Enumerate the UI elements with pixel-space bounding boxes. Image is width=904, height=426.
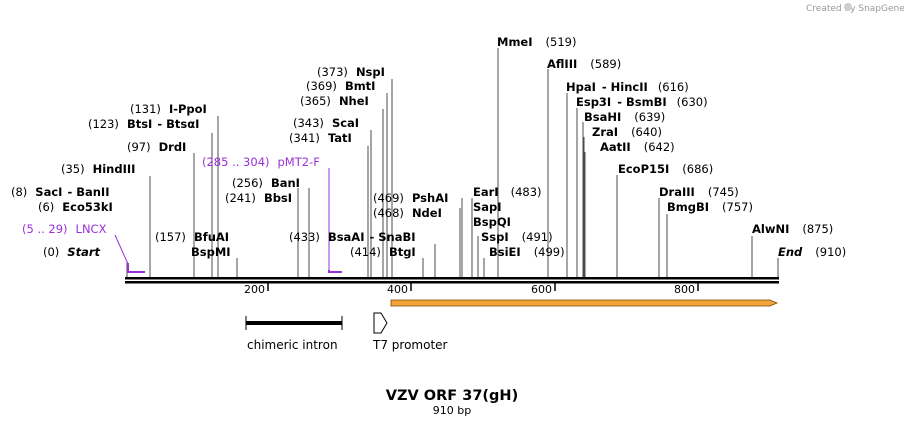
site-ecop15i: EcoP15I(686) — [618, 162, 713, 176]
site-i-ppoi: (131)I-PpoI — [130, 102, 207, 116]
feature-t7-promoter: T7 promoter — [372, 312, 448, 352]
chimeric-intron-bar — [246, 321, 342, 325]
site-bspqi: BspQI — [473, 215, 511, 229]
site-eco53ki: (6)Eco53kI — [38, 200, 113, 214]
site-bsiei: BsiEI(499) — [489, 245, 565, 259]
tick-label-800: 800 — [674, 283, 695, 296]
site-mmei: MmeI(519) — [497, 35, 576, 49]
tick-label-400: 400 — [387, 283, 408, 296]
map-length: 910 bp — [433, 404, 471, 417]
site-hindiii: (35)HindIII — [61, 162, 135, 176]
site-zrai: ZraI(640) — [592, 125, 662, 139]
site-bmti: (369)BmtI — [306, 79, 375, 93]
primers — [114, 168, 342, 273]
site-start: (0)Start — [43, 245, 101, 259]
backbone-top-strand — [125, 277, 779, 280]
snapgene-logo-icon — [844, 3, 852, 11]
site-sapi: SapI — [473, 200, 502, 214]
site-lines — [126, 48, 779, 277]
site-sspi: SspI(491) — [481, 230, 553, 244]
site-btgi: (414)BtgI — [350, 245, 416, 259]
chimeric-intron-label: chimeric intron — [247, 338, 338, 352]
site-bmgbi: BmgBI(757) — [667, 200, 753, 214]
site-ndei: (468)NdeI — [373, 206, 442, 220]
site-hpai: HpaI- HincII(616) — [566, 80, 689, 94]
ruler: 200 400 600 800 — [244, 283, 699, 296]
credit-text: Created by SnapGene — [806, 4, 904, 14]
tick-label-200: 200 — [244, 283, 265, 296]
primer-lncx-arrow — [127, 263, 145, 273]
sequence-backbone — [125, 277, 779, 284]
site-tati: (341)TatI — [289, 131, 352, 145]
feature-chimeric-intron: chimeric intron — [245, 316, 343, 352]
primer-lncx-leader — [114, 234, 129, 265]
site-bfuai: (157)BfuAI — [155, 230, 229, 244]
primer-lncx: (5 .. 29)LNCX — [22, 222, 107, 236]
site-bbsi: (241)BbsI — [225, 191, 292, 205]
tick-label-600: 600 — [531, 283, 552, 296]
site-bsahi: BsaHI(639) — [584, 110, 665, 124]
site-end: End(910) — [778, 245, 846, 259]
snapgene-credit: Created by SnapGene — [806, 3, 904, 14]
orf-feature — [390, 299, 779, 307]
primer-pmt2f: (285 .. 304)pMT2-F — [202, 155, 320, 169]
site-aatii: AatII(642) — [600, 140, 675, 154]
backbone-bottom-strand — [125, 281, 779, 284]
site-pshai: (469)PshAI — [373, 191, 448, 205]
site-esp3i: Esp3I- BsmBI(630) — [576, 95, 708, 109]
site-alwni: AlwNI(875) — [752, 222, 833, 236]
site-nspi: (373)NspI — [317, 65, 385, 79]
map-title: VZV ORF 37(gH) — [386, 388, 518, 404]
site-labels: (0)Start (6)Eco53kI (8)SacI- BanII (35)H… — [11, 35, 846, 259]
site-nhei: (365)NheI — [300, 94, 369, 108]
site-scai: (343)ScaI — [293, 116, 359, 130]
site-drdi: (97)DrdI — [127, 140, 186, 154]
site-eari: EarI(483) — [473, 185, 542, 199]
site-saci: (8)SacI- BanII — [11, 185, 109, 199]
primer-pmt2f-arrow — [328, 270, 342, 273]
t7-promoter-label: T7 promoter — [372, 338, 448, 352]
site-afliii: AflIII(589) — [547, 57, 621, 71]
orf-arrow — [390, 299, 779, 307]
t7-promoter-arrow-icon — [373, 312, 388, 334]
site-bspmi: BspMI — [191, 245, 231, 259]
primer-labels: (5 .. 29)LNCX (285 .. 304)pMT2-F — [22, 155, 320, 236]
site-bsaai: (433)BsaAI- SnaBI — [289, 230, 416, 244]
site-btsi: (123)BtsI- BtsαI — [88, 117, 199, 131]
site-bani: (256)BanI — [232, 176, 300, 190]
site-draiii: DraIII(745) — [659, 185, 739, 199]
